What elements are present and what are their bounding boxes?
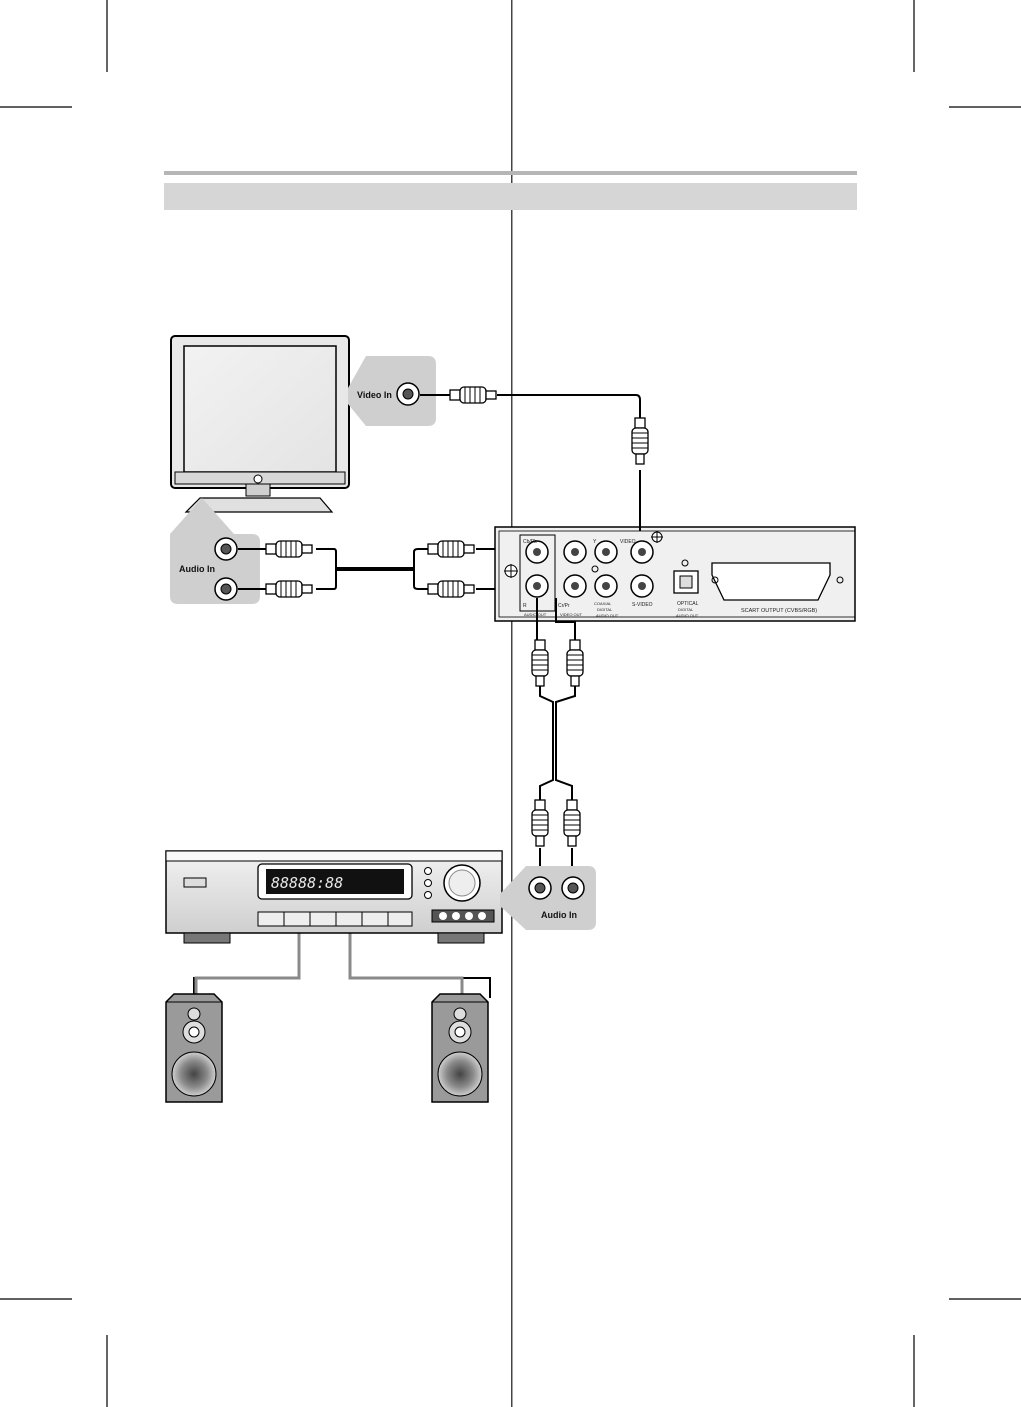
dvd-rear-panel: Cb/Pb R Cr/Pr Y VIDEO AUDIO OUT VIDEO OU…: [494, 526, 856, 622]
header-rule: [164, 171, 857, 175]
video-in-label: Video In: [357, 390, 392, 400]
amp-display-readout: 88888:88: [271, 874, 343, 892]
amplifier: 88888:88: [165, 850, 503, 944]
dvd-label-cr: Cr/Pr: [558, 603, 570, 609]
dvd-label-optical-digital: DIGITAL: [678, 607, 694, 612]
dvd-label-optical-audio-out: AUDIO OUT: [676, 613, 699, 618]
amp-audio-in-label: Audio In: [541, 910, 577, 920]
dvd-label-cb: Cb/Pb: [523, 539, 537, 545]
dvd-label-y: Y: [593, 539, 597, 545]
dvd-label-optical: OPTICAL: [677, 601, 699, 607]
center-fold-line: [511, 0, 513, 1407]
dvd-label-scart: SCART OUTPUT (CVBS/RGB): [741, 608, 817, 614]
speaker-left: [165, 993, 223, 1103]
dvd-label-audio-out: AUDIO OUT: [524, 612, 547, 617]
dvd-label-video: VIDEO: [620, 539, 636, 545]
dvd-label-digital-audio-out: AUDIO OUT: [596, 613, 619, 618]
video-in-callout: Video In: [348, 356, 436, 426]
dvd-label-s-video: S-VIDEO: [632, 602, 653, 608]
header-bar: [164, 183, 857, 210]
speaker-right: [431, 993, 489, 1103]
dvd-label-video-out: VIDEO OUT: [560, 612, 583, 617]
amp-audio-in-callout: Audio In: [500, 866, 596, 930]
dvd-label-r: R: [523, 603, 527, 609]
dvd-label-digital: DIGITAL: [597, 607, 613, 612]
tv-audio-in-label: Audio In: [179, 564, 215, 574]
dvd-label-coaxial: COAXIAL: [594, 601, 612, 606]
television: [170, 335, 350, 513]
speaker-wires-gray: [194, 915, 464, 996]
tv-audio-in-callout: Audio In: [170, 498, 260, 604]
